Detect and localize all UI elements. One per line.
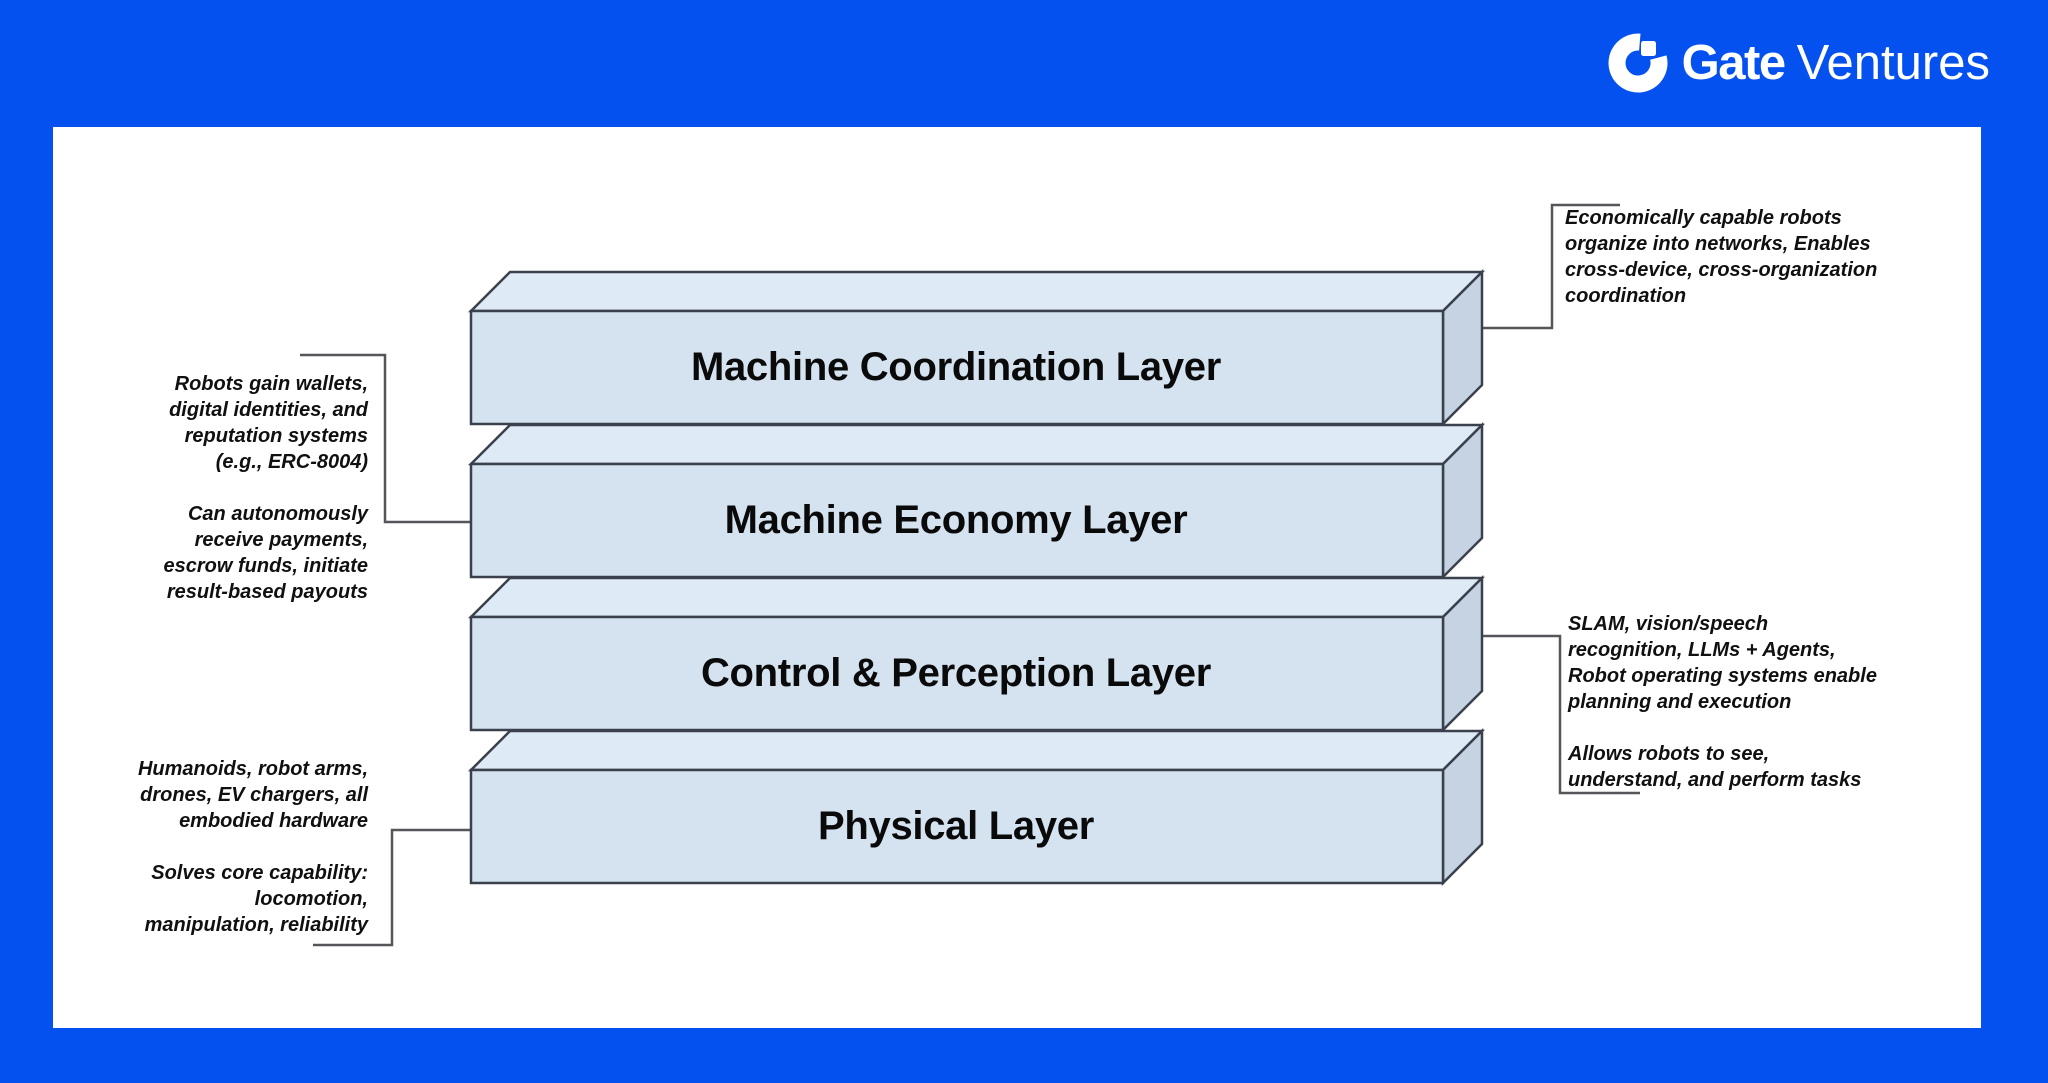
annotation-economy: Robots gain wallets, digital identities,… [163, 373, 368, 603]
layer-box-coordination [467, 268, 1486, 428]
logo-ventures-text: Ventures [1796, 36, 1990, 90]
layer-title-coordination: Machine Coordination Layer [690, 345, 1222, 389]
connector-perception-note [1483, 634, 1640, 795]
connector-economy-note [300, 353, 473, 524]
logo-gate-text: Gate [1681, 36, 1786, 90]
layer-box-economy [467, 421, 1486, 581]
layer-box-top-face [467, 423, 1486, 466]
layer-title-physical: Physical Layer [818, 804, 1094, 848]
layer-title-economy: Machine Economy Layer [724, 498, 1188, 542]
annotation-physical: Humanoids, robot arms, drones, EV charge… [137, 758, 368, 936]
annotation-coordination: Economically capable robots organize int… [1565, 207, 1878, 307]
layer-box-front-face [469, 615, 1445, 732]
connector-coordination-note [1483, 203, 1620, 330]
layer-box-top-face [467, 576, 1486, 619]
gate-logo-icon [1608, 33, 1668, 93]
gate-ventures-logo: Gate Ventures [1606, 30, 1990, 96]
diagram-card: Machine Coordination Layer Machine Econo… [53, 127, 1981, 1028]
layer-box-front-face [469, 768, 1445, 885]
layer-box-physical [467, 727, 1486, 887]
layer-box-front-face [469, 462, 1445, 579]
layer-box-perception [467, 574, 1486, 734]
annotation-perception: SLAM, vision/speech recognition, LLMs + … [1568, 613, 1877, 791]
layer-stack-graphic [300, 203, 1640, 947]
layer-box-top-face [467, 270, 1486, 313]
top-bar: Gate Ventures [0, 0, 2048, 127]
layer-box-top-face [467, 729, 1486, 772]
connector-physical-note [313, 828, 473, 947]
layer-title-perception: Control & Perception Layer [700, 651, 1212, 695]
